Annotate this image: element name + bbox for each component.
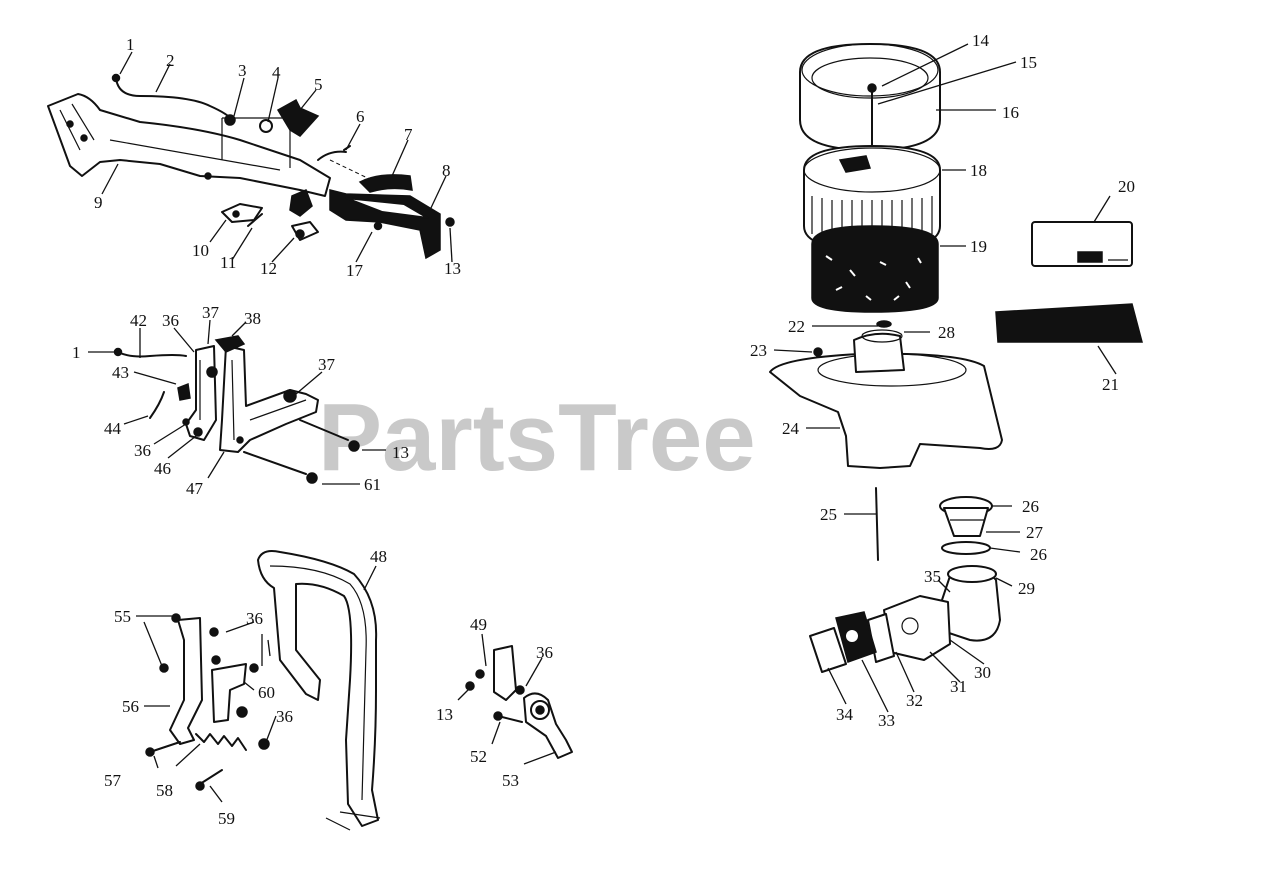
callout-label: 46 (154, 459, 171, 478)
callout-label: 37 (202, 303, 220, 322)
callout-label: 22 (788, 317, 805, 336)
callout-label: 4 (272, 63, 281, 82)
callout-label: 32 (906, 691, 923, 710)
foam-element (811, 225, 939, 313)
callout-label: 26 (1022, 497, 1039, 516)
callout-label: 18 (970, 161, 987, 180)
callout-label: 17 (346, 261, 364, 280)
callout-label: 26 (1030, 545, 1047, 564)
callout-label: 13 (436, 705, 453, 724)
cable-part (115, 77, 233, 121)
callout-labels: 1 2 3 4 5 6 7 8 9 10 11 12 17 13 42 36 3… (72, 31, 1135, 828)
decal-part (1031, 221, 1133, 267)
callout-label: 9 (94, 193, 103, 212)
callout-label: 56 (122, 697, 139, 716)
callout-label: 55 (114, 607, 131, 626)
air-filter-base (769, 352, 1003, 469)
lever-assembly-top (47, 73, 455, 260)
callout-label: 42 (130, 311, 147, 330)
callout-label: 24 (782, 419, 800, 438)
callout-label: 7 (404, 125, 413, 144)
callout-label: 37 (318, 355, 336, 374)
air-filter-cover (799, 43, 941, 151)
callout-label: 43 (112, 363, 129, 382)
watermark-text: PartsTree (318, 384, 756, 491)
pad-part (995, 303, 1143, 343)
callout-label: 10 (192, 241, 209, 260)
callout-label: 19 (970, 237, 987, 256)
callout-label: 13 (392, 443, 409, 462)
callout-label: 53 (502, 771, 519, 790)
callout-label: 1 (126, 35, 135, 54)
bracket-assembly-middle (113, 335, 360, 484)
callout-label: 20 (1118, 177, 1135, 196)
callout-label: 6 (356, 107, 365, 126)
handle-assembly-bottom (145, 550, 381, 831)
callout-label: 36 (162, 311, 179, 330)
callout-label: 28 (938, 323, 955, 342)
leader-lines (88, 43, 1117, 803)
callout-label: 57 (104, 771, 122, 790)
callout-label: 16 (1002, 103, 1019, 122)
callout-label: 2 (166, 51, 175, 70)
callout-label: 25 (820, 505, 837, 524)
small-bracket-assembly (465, 645, 573, 759)
callout-label: 36 (536, 643, 553, 662)
callout-label: 59 (218, 809, 235, 828)
callout-label: 27 (1026, 523, 1044, 542)
callout-label: 3 (238, 61, 247, 80)
callout-label: 52 (470, 747, 487, 766)
callout-label: 58 (156, 781, 173, 800)
callout-label: 29 (1018, 579, 1035, 598)
callout-label: 8 (442, 161, 451, 180)
callout-label: 33 (878, 711, 895, 730)
callout-label: 30 (974, 663, 991, 682)
callout-label: 5 (314, 75, 323, 94)
callout-label: 38 (244, 309, 261, 328)
callout-label: 36 (246, 609, 263, 628)
callout-label: 36 (276, 707, 293, 726)
callout-label: 1 (72, 343, 81, 362)
callout-label: 61 (364, 475, 381, 494)
callout-label: 15 (1020, 53, 1037, 72)
callout-label: 48 (370, 547, 387, 566)
air-filter-assembly (769, 43, 1143, 561)
callout-label: 31 (950, 677, 967, 696)
callout-label: 60 (258, 683, 275, 702)
callout-label: 36 (134, 441, 151, 460)
callout-label: 35 (924, 567, 941, 586)
callout-label: 11 (220, 253, 236, 272)
callout-label: 44 (104, 419, 122, 438)
callout-label: 47 (186, 479, 204, 498)
callout-label: 23 (750, 341, 767, 360)
callout-label: 49 (470, 615, 487, 634)
callout-label: 13 (444, 259, 461, 278)
callout-label: 21 (1102, 375, 1119, 394)
callout-label: 12 (260, 259, 277, 278)
callout-label: 34 (836, 705, 854, 724)
carburetor-assembly (809, 496, 1001, 673)
callout-label: 14 (972, 31, 990, 50)
handle-part (257, 550, 379, 827)
